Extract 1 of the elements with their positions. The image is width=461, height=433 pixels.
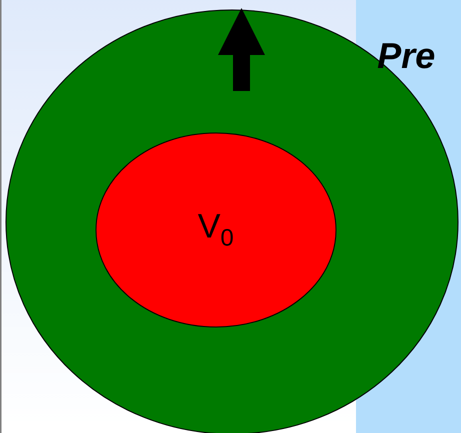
heading-text: Pre [378, 43, 434, 68]
